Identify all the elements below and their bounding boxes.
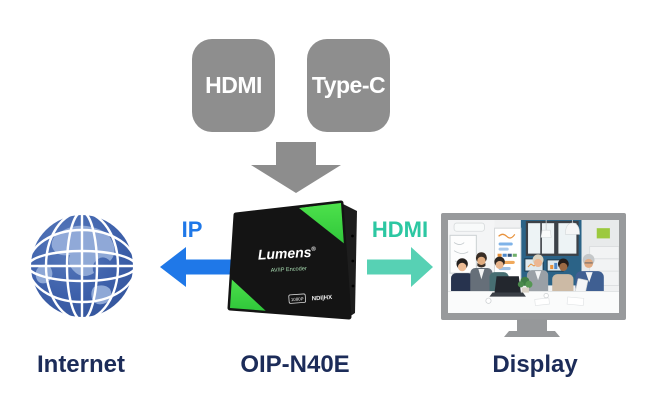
model-label: OIP-N40E — [240, 351, 350, 378]
monitor-stand-base — [504, 331, 560, 337]
device-green-corner-top — [299, 203, 346, 245]
device-ndi-badge-label: NDI|HX — [312, 295, 333, 302]
typec-input-chip: Type-C — [307, 39, 390, 132]
device-subtitle-text: AV/IP Encoder — [271, 266, 308, 274]
ip-flow-label: IP — [181, 217, 203, 242]
encoder-device: Lumens® AV/IP Encoder 1080P NDI|HX — [227, 200, 357, 320]
hdmi-right-arrow-icon — [367, 247, 433, 287]
device-front-face — [227, 200, 352, 320]
down-arrow-icon — [251, 142, 341, 193]
typec-input-label: Type-C — [311, 72, 386, 98]
device-1080p-badge-label: 1080P — [291, 296, 304, 302]
device-green-corner-bottom — [230, 276, 267, 312]
hdmi-input-label: HDMI — [205, 72, 262, 98]
monitor-stand-neck — [517, 319, 547, 332]
device-1080p-badge — [288, 293, 307, 304]
internet-label: Internet — [36, 351, 125, 378]
device-brand-text: Lumens® — [257, 244, 316, 263]
display-monitor — [441, 213, 626, 320]
hdmi-flow-label: HDMI — [371, 217, 429, 242]
hdmi-input-chip: HDMI — [192, 39, 275, 132]
meeting-room-photo — [448, 220, 619, 313]
display-label: Display — [492, 351, 578, 378]
internet-globe-icon — [26, 210, 138, 322]
ip-left-arrow-icon — [160, 247, 232, 287]
